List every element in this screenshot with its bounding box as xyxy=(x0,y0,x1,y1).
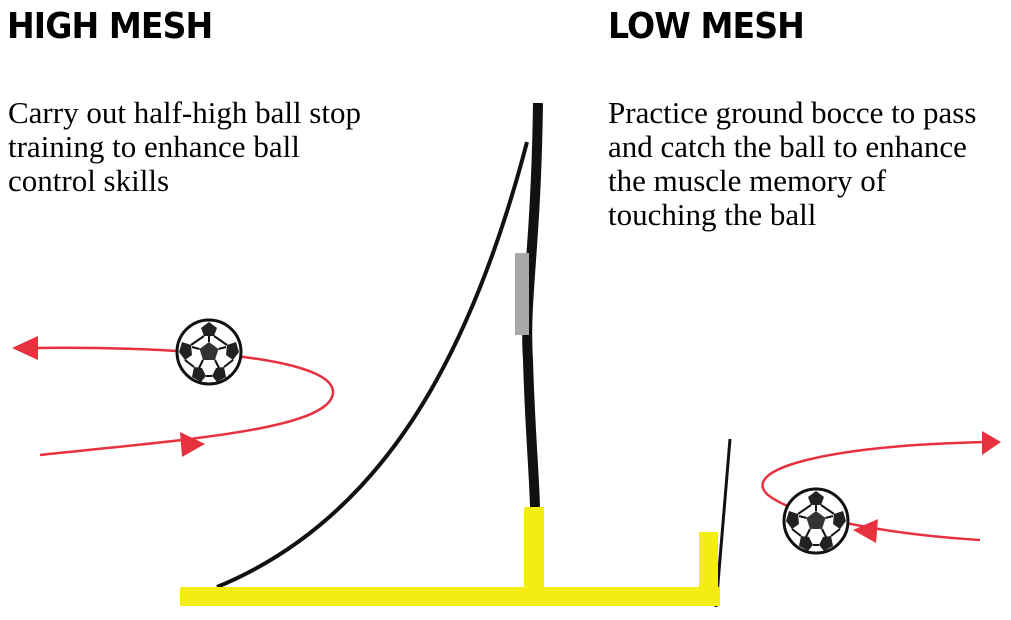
high-mesh-trajectory xyxy=(29,346,335,457)
high-mesh-description-line: training to enhance ball xyxy=(8,129,300,164)
high-mesh-description-line: Carry out half-high ball stop xyxy=(8,95,361,130)
low-mesh-title: LOW MESH xyxy=(608,6,805,47)
arrow-head-icon xyxy=(853,519,878,543)
soccer-ball-icon xyxy=(782,487,850,555)
high-mesh-net-curve xyxy=(216,141,529,589)
frame-high-upright xyxy=(524,507,544,589)
low-mesh-pole xyxy=(714,438,732,608)
arrow-head-icon xyxy=(180,432,205,457)
low-mesh-description-line: touching the ball xyxy=(608,197,817,232)
low-mesh-description-line: and catch the ball to enhance xyxy=(608,129,967,164)
arrow-head-icon xyxy=(982,431,1001,455)
low-mesh-description: Practice ground bocce to pass and catch … xyxy=(608,96,976,232)
frame-base xyxy=(180,587,720,606)
high-mesh-description: Carry out half-high ball stop training t… xyxy=(8,96,361,198)
high-mesh-description-line: control skills xyxy=(8,163,170,198)
high-mesh-pole xyxy=(522,102,543,508)
low-mesh-description-line: the muscle memory of xyxy=(608,163,887,198)
high-mesh-pole-sleeve xyxy=(515,253,529,335)
arrow-head-icon xyxy=(12,336,38,360)
high-mesh-title: HIGH MESH xyxy=(7,6,213,47)
low-mesh-trajectory xyxy=(761,440,986,542)
frame-low-upright xyxy=(699,532,718,592)
soccer-ball-icon xyxy=(175,318,243,386)
low-mesh-description-line: Practice ground bocce to pass xyxy=(608,95,977,130)
